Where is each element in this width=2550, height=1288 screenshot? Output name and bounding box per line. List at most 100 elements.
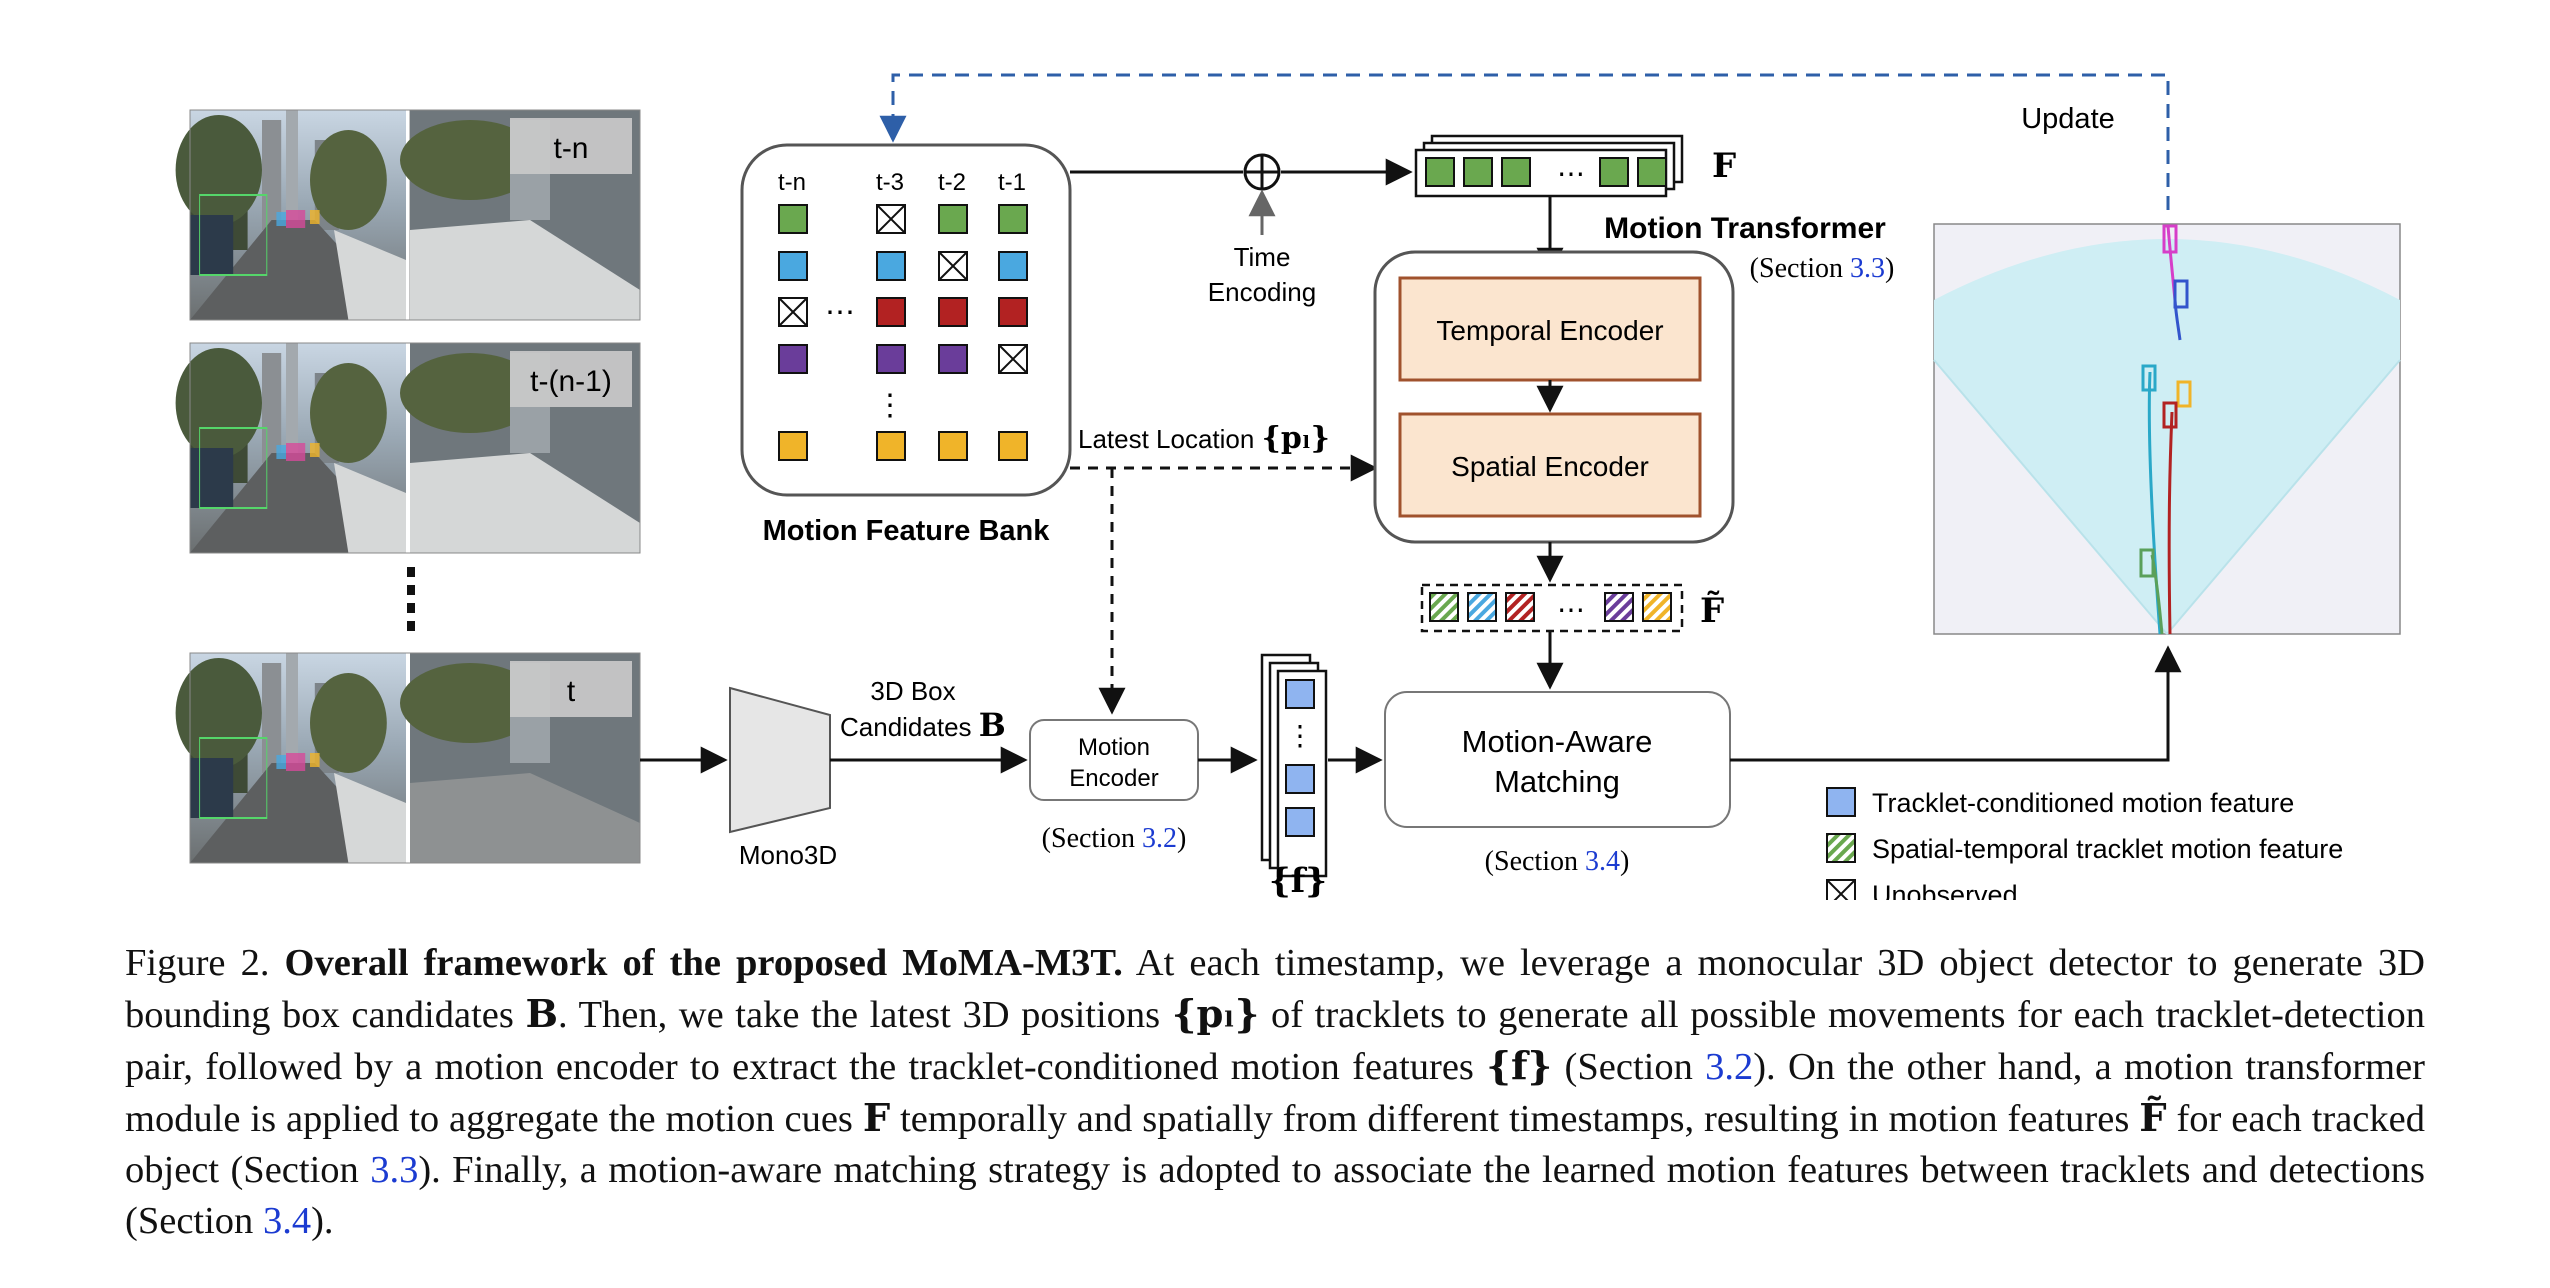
motion-encoder-line2: Encoder [1069, 765, 1158, 792]
matching-line2: Matching [1494, 764, 1620, 799]
legend-swatch-spatial-temporal [1826, 833, 1856, 863]
caption-math: F̃ [2139, 1096, 2167, 1141]
feature-f-cell [1285, 807, 1315, 837]
bank-cell-red [938, 297, 968, 327]
frame-label: t-n [553, 132, 588, 165]
bank-cell-purple [778, 344, 808, 374]
temporal-encoder-label: Temporal Encoder [1436, 315, 1663, 346]
bank-cell-blue [778, 251, 808, 281]
caption-math: F [862, 1096, 891, 1141]
feature-F-symbol: F [1712, 146, 1736, 186]
caption-text: ). [311, 1200, 334, 1242]
figure-caption: Figure 2. Overall framework of the propo… [125, 938, 2425, 1247]
feature-f-cell [1285, 679, 1315, 709]
caption-section-link[interactable]: 3.4 [262, 1200, 312, 1242]
feature-F-tilde-cell-yellow [1642, 592, 1672, 622]
bank-cell-purple [938, 344, 968, 374]
mono3d-block [729, 686, 831, 834]
feature-F-tilde-symbol: F̃ [1700, 591, 1724, 631]
frame-t-n: t-n [174, 109, 641, 321]
bank-cell-green [998, 204, 1028, 234]
update-arrow [879, 73, 2170, 210]
frame-label: t-(n-1) [530, 365, 612, 398]
legend-label: Unobserved [1872, 880, 2018, 900]
bank-cell-red [876, 297, 906, 327]
bank-col-label: t-n [778, 169, 806, 196]
caption-math: B [525, 992, 558, 1037]
frame-t: t [174, 652, 641, 864]
spatial-encoder-label: Spatial Encoder [1451, 451, 1649, 482]
caption-text: ). On the other hand, a motion transform… [125, 1046, 2425, 1140]
motion-encoder-line1: Motion [1078, 734, 1150, 761]
caption-text: . Then, we take the latest 3D positions [557, 994, 1172, 1036]
latest-location-label: Latest Location {pₗ} [1078, 421, 1330, 456]
caption-section-link[interactable]: 3.3 [370, 1149, 419, 1191]
matching-section: (Section 3.4) [1485, 846, 1630, 877]
feature-F-tilde-cell-green [1429, 592, 1459, 622]
feature-f-cell [1285, 764, 1315, 794]
feature-f-stack: ⋮ [1260, 653, 1328, 878]
mono3d-label: Mono3D [739, 840, 837, 870]
caption-section-link[interactable]: 3.2 [1705, 1046, 1754, 1088]
caption-math: {f} [1486, 1044, 1553, 1089]
bank-col-label: t-1 [998, 169, 1026, 196]
box-candidates-line1: 3D Box [870, 676, 955, 706]
legend-swatch-tracklet [1826, 787, 1856, 817]
motion-encoder-section: (Section 3.2) [1042, 823, 1187, 854]
feature-bank-grid [778, 204, 1028, 461]
feature-F-cell-green [1501, 157, 1531, 187]
bank-col-label: t-3 [876, 169, 904, 196]
caption-fig-label: Figure 2. [125, 942, 285, 984]
frame-label-box [510, 661, 632, 717]
feature-F-tilde-cell-purple [1604, 592, 1634, 622]
motion-transformer-section: (Section 3.3) [1750, 253, 1895, 284]
feature-bank-title: Motion Feature Bank [763, 515, 1051, 547]
frame-label-box [510, 351, 632, 407]
bev-tracking-view [1933, 223, 2401, 635]
frame-t-n-1: t-(n-1) [174, 342, 641, 554]
feature-F-cell-green [1599, 157, 1629, 187]
matching-box [1384, 691, 1731, 828]
bank-cell-blue [876, 251, 906, 281]
feature-F-ellipsis: ⋯ [1557, 158, 1585, 189]
time-encoding-line1: Time [1234, 242, 1291, 272]
bank-col-label: t-2 [938, 169, 966, 196]
caption-fig-title: Overall framework of the proposed MoMA-M… [284, 942, 1123, 984]
matching-line1: Motion-Aware [1462, 724, 1653, 759]
frame-vertical-ellipsis [407, 567, 415, 631]
bank-cell-blue [998, 251, 1028, 281]
bank-cell-green [778, 204, 808, 234]
bank-cell-purple [876, 344, 906, 374]
bank-cell-red [998, 297, 1028, 327]
motion-transformer-title: Motion Transformer [1604, 212, 1886, 245]
spatial-encoder-box [1398, 412, 1702, 518]
frame-label: t [567, 675, 576, 708]
update-label: Update [2021, 103, 2115, 135]
caption-text: At each timestamp, we leverage a monocul… [125, 942, 2425, 1036]
legend-label: Spatial-temporal tracklet motion feature [1872, 834, 2343, 864]
time-encoding-line2: Encoding [1208, 277, 1316, 307]
frame-label-box [510, 118, 632, 174]
feature-F-stack: ⋯ [1414, 134, 1684, 198]
legend-swatch-unobserved [1826, 879, 1856, 900]
caption-text: temporally and spatially from different … [890, 1098, 2140, 1140]
caption-text: of tracklets to generate all possible mo… [125, 994, 2425, 1088]
feature-F-cell-green [1463, 157, 1493, 187]
bank-cell-yellow [938, 431, 968, 461]
caption-text: for each tracked object (Section [125, 1098, 2425, 1191]
bank-horizontal-ellipsis: ⋯ [825, 296, 855, 329]
feature-F-tilde-cell-red [1505, 592, 1535, 622]
bank-vertical-ellipsis: ⋮ [875, 389, 905, 422]
feature-f-ellipsis: ⋮ [1286, 720, 1314, 751]
feature-F-cell-green [1637, 157, 1667, 187]
bank-cell-yellow [998, 431, 1028, 461]
bank-cell-yellow [876, 431, 906, 461]
caption-text: (Section [1552, 1046, 1706, 1088]
temporal-encoder-box [1398, 276, 1702, 382]
feature-F-tilde-box [1420, 583, 1684, 633]
feature-bank-columns: t-n t-3 t-2 t-1 [778, 169, 1026, 196]
legend-label: Tracklet-conditioned motion feature [1872, 788, 2294, 818]
caption-text: ). Finally, a motion-aware matching stra… [125, 1149, 2426, 1242]
arrow-matching-to-bev [1730, 645, 2182, 762]
framework-figure: t-n t-(n-1) t Mono3D [174, 73, 2401, 900]
